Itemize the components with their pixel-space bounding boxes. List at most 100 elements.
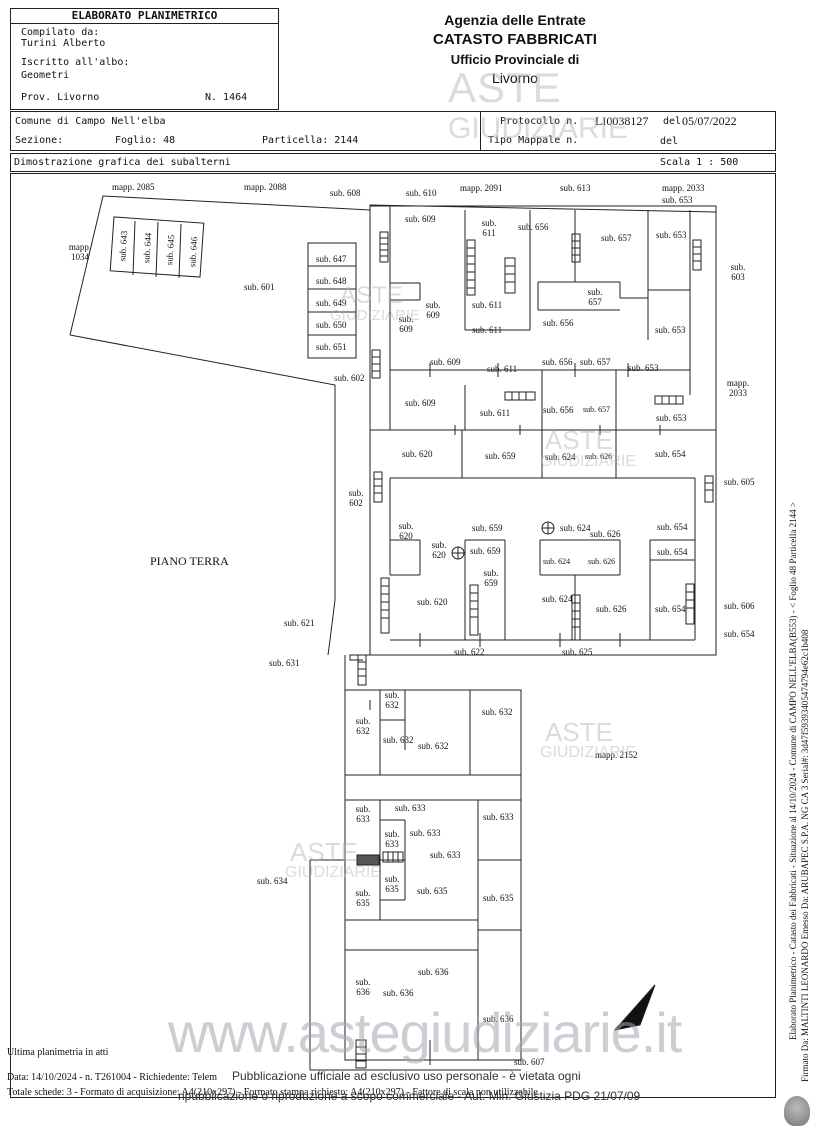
label-sub-620-d: sub. 620 bbox=[417, 597, 448, 607]
label-sub-653-top: sub. 653 bbox=[662, 195, 693, 205]
label-sub-653-d: sub. 653 bbox=[628, 363, 659, 373]
label-mapp-2088: mapp. 2088 bbox=[244, 182, 287, 192]
label-sub-650: sub. 650 bbox=[316, 320, 347, 330]
label-sub-643: sub. 643 bbox=[117, 230, 130, 262]
footer-data-line: Data: 14/10/2024 - n. T261004 - Richiede… bbox=[7, 1072, 217, 1083]
label-sub-602-b: sub. 602 bbox=[348, 488, 364, 508]
label-sub-632-e: sub. 632 bbox=[418, 741, 449, 751]
label-sub-644: sub. 644 bbox=[141, 232, 154, 264]
comune-label: Comune di Campo Nell'elba bbox=[15, 116, 166, 127]
protocollo-date: 05/07/2022 bbox=[682, 114, 737, 128]
footer-publication-line1: Pubblicazione ufficiale ad esclusivo uso… bbox=[232, 1069, 581, 1083]
label-sub-624-d: sub. 624 bbox=[542, 594, 573, 604]
scala-label: Scala 1 : 500 bbox=[660, 157, 739, 168]
protocollo-label: Protocollo n. bbox=[500, 116, 579, 127]
label-sub-654-d: sub. 654 bbox=[655, 604, 686, 614]
protocollo-del: del bbox=[663, 116, 682, 127]
label-mapp-2085: mapp. 2085 bbox=[112, 182, 155, 192]
label-sub-654-e: sub. 654 bbox=[724, 629, 755, 639]
label-sub-656-c: sub. 656 bbox=[542, 357, 573, 367]
label-sub-603: sub. 603 bbox=[730, 262, 746, 282]
watermark-giudiziarie-4: GIUDIZIARIE bbox=[540, 744, 637, 761]
label-mapp-2033-top: mapp. 2033 bbox=[662, 183, 705, 193]
label-sub-636-a: sub. 636 bbox=[418, 967, 449, 977]
label-sub-633-a: sub. 633 bbox=[355, 804, 371, 824]
protocollo-number: LI0038127 bbox=[595, 114, 649, 128]
footer-publication-line2: ripubblicazione o riproduzione a scopo c… bbox=[178, 1089, 641, 1103]
label-sub-656-d: sub. 656 bbox=[543, 405, 574, 415]
label-sub-653-c: sub. 653 bbox=[655, 325, 686, 335]
label-sub-624-c: sub. 624 bbox=[543, 557, 571, 566]
label-sub-657-d: sub. 657 bbox=[583, 405, 611, 414]
label-sub-609-b: sub. 609 bbox=[398, 314, 414, 334]
header-title-underline bbox=[10, 23, 279, 24]
footer-ultima: Ultima planimetria in atti bbox=[7, 1047, 109, 1058]
iscritto-value: Geometri bbox=[21, 70, 70, 81]
label-sub-626-c: sub. 626 bbox=[588, 557, 616, 566]
label-sub-656-b: sub. 656 bbox=[543, 318, 574, 328]
compilato-name: Turini Alberto bbox=[21, 38, 106, 49]
watermark-aste-2: ASTE bbox=[340, 282, 403, 309]
label-sub-609-c: sub. 609 bbox=[425, 300, 441, 320]
label-sub-647: sub. 647 bbox=[316, 254, 347, 264]
watermark-aste-5: ASTE bbox=[290, 837, 358, 867]
label-sub-657-c: sub. 657 bbox=[580, 357, 611, 367]
label-sub-609-e: sub. 609 bbox=[405, 398, 436, 408]
label-sub-624-a: sub. 624 bbox=[545, 452, 576, 462]
label-sub-659-b: sub. 659 bbox=[472, 523, 503, 533]
label-sub-656-a: sub. 656 bbox=[518, 222, 549, 232]
label-sub-654-b: sub. 654 bbox=[657, 522, 688, 532]
label-sub-654-a: sub. 654 bbox=[655, 449, 686, 459]
label-sub-633-e: sub. 633 bbox=[410, 828, 441, 838]
header-left-box bbox=[10, 8, 279, 110]
label-sub-626-b: sub. 626 bbox=[590, 529, 621, 539]
label-sub-610: sub. 610 bbox=[406, 188, 437, 198]
watermark-aste-3: ASTE bbox=[545, 425, 613, 455]
info-box bbox=[10, 111, 776, 151]
label-floor-title: PIANO TERRA bbox=[150, 554, 229, 568]
label-sub-645: sub. 645 bbox=[164, 234, 177, 266]
watermark-giudiziarie-1: GIUDIZIARIE bbox=[448, 112, 629, 145]
label-sub-653-e: sub. 653 bbox=[656, 413, 687, 423]
label-sub-620-b: sub. 620 bbox=[398, 521, 414, 541]
info-divider bbox=[480, 111, 481, 151]
label-mapp-2033-right: mapp. 2033 bbox=[726, 378, 750, 398]
footer-totale-line: Totale schede: 3 - Formato di acquisizio… bbox=[7, 1087, 538, 1098]
tipo-mappale-del: del bbox=[660, 136, 679, 147]
label-sub-636-d: sub. 636 bbox=[483, 1014, 514, 1024]
plan-frame bbox=[10, 173, 776, 1098]
particella-label: Particella: 2144 bbox=[262, 135, 359, 146]
label-sub-657-a: sub. 657 bbox=[601, 233, 632, 243]
header-box-title: ELABORATO PLANIMETRICO bbox=[71, 9, 218, 22]
tipo-mappale-label: Tipo Mappale n. bbox=[488, 135, 579, 146]
watermark-giudiziarie-3: GIUDIZIARIE bbox=[540, 453, 637, 470]
label-sub-635-d: sub. 635 bbox=[483, 893, 514, 903]
label-sub-632-c: sub. 632 bbox=[355, 716, 371, 736]
agency-line1: Agenzia delle Entrate bbox=[444, 12, 586, 28]
label-sub-632-b: sub. 632 bbox=[482, 707, 513, 717]
watermark-url: www.astegiudiziarie.it bbox=[168, 1001, 682, 1064]
label-sub-657-b: sub. 657 bbox=[587, 287, 603, 307]
label-sub-648: sub. 648 bbox=[316, 276, 347, 286]
label-sub-625: sub. 625 bbox=[562, 647, 593, 657]
label-sub-633-b: sub. 633 bbox=[395, 803, 426, 813]
label-sub-626-d: sub. 626 bbox=[596, 604, 627, 614]
side-text-line2: Firmato Da: MALTINTI LEONARDO Emesso Da:… bbox=[800, 629, 810, 1082]
agency-line2: CATASTO FABBRICATI bbox=[433, 31, 597, 48]
label-sub-606: sub. 606 bbox=[724, 601, 755, 611]
side-text-line1: Elaborato Planimetrico - Catasto dei Fab… bbox=[788, 502, 798, 1040]
label-sub-636-b: sub. 636 bbox=[355, 977, 371, 997]
label-sub-651: sub. 651 bbox=[316, 342, 347, 352]
label-sub-611-e: sub. 611 bbox=[480, 408, 511, 418]
label-sub-646: sub. 646 bbox=[187, 236, 200, 268]
compilato-label: Compilato da: bbox=[21, 27, 100, 38]
label-mapp-2152: mapp. 2152 bbox=[595, 750, 638, 760]
watermark-giudiziarie-5: GIUDIZIARIE bbox=[285, 864, 382, 881]
label-sub-609-a: sub. 609 bbox=[405, 214, 436, 224]
label-mapp-2091: mapp. 2091 bbox=[460, 183, 503, 193]
label-sub-633-d: sub. 633 bbox=[384, 829, 400, 849]
watermark-aste-1: ASTE bbox=[448, 64, 562, 111]
label-sub-635-b: sub. 635 bbox=[417, 886, 448, 896]
dimostrazione-label: Dimostrazione grafica dei subalterni bbox=[14, 157, 231, 168]
label-mapp-1034: mapp. 1034 bbox=[68, 242, 92, 262]
